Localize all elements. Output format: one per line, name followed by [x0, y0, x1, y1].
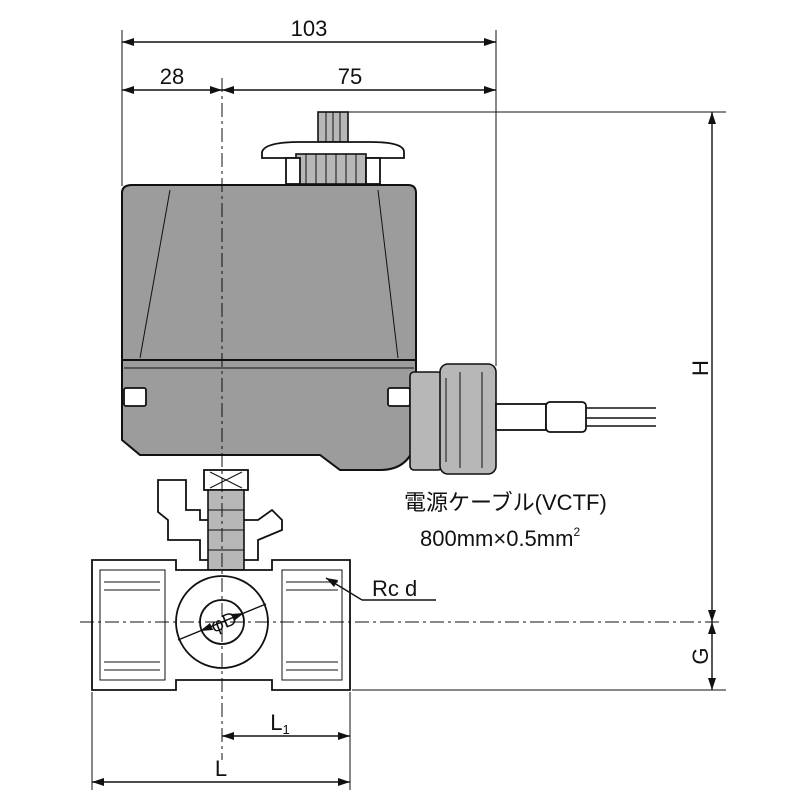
dim-g-height-label: G: [688, 647, 713, 664]
dim-overall-width: 103: [122, 16, 496, 46]
stem-bracket: [157, 469, 283, 571]
dim-overall-width-label: 103: [291, 16, 328, 41]
svg-text:800mm×0.5mm2: 800mm×0.5mm2: [420, 525, 580, 551]
dim-height-label: H: [688, 360, 713, 376]
cable-label-name: 電源ケーブル(VCTF): [404, 490, 607, 515]
dim-l1: L1: [222, 710, 350, 740]
power-cable: [495, 401, 656, 433]
actuator: [121, 111, 656, 475]
dim-length-label: L: [215, 756, 227, 781]
dim-thread: Rc d: [325, 576, 436, 601]
left-thread: [104, 581, 160, 671]
dim-thread-label: Rc d: [372, 576, 417, 601]
dim-l1-subscript: 1: [283, 722, 290, 737]
svg-text:L1: L1: [270, 710, 289, 737]
actuator-base: [121, 359, 417, 471]
dim-g-height: G: [688, 622, 716, 690]
dim-left-offset: 28: [122, 64, 222, 94]
dim-left-offset-label: 28: [160, 64, 184, 89]
dim-length: L: [92, 756, 350, 786]
cable-label: 電源ケーブル(VCTF) 800mm×0.5mm2: [404, 490, 607, 551]
dim-l1-label: L: [270, 710, 282, 735]
dim-right-offset-label: 75: [338, 64, 362, 89]
dim-height: H: [688, 112, 716, 622]
cable-label-spec: 800mm×0.5mm: [420, 526, 573, 551]
dim-right-offset: 75: [222, 64, 496, 94]
right-thread: [286, 581, 338, 671]
cable-label-spec-superscript: 2: [573, 525, 580, 539]
manual-knob: [261, 111, 405, 185]
cable-gland: [409, 363, 497, 475]
